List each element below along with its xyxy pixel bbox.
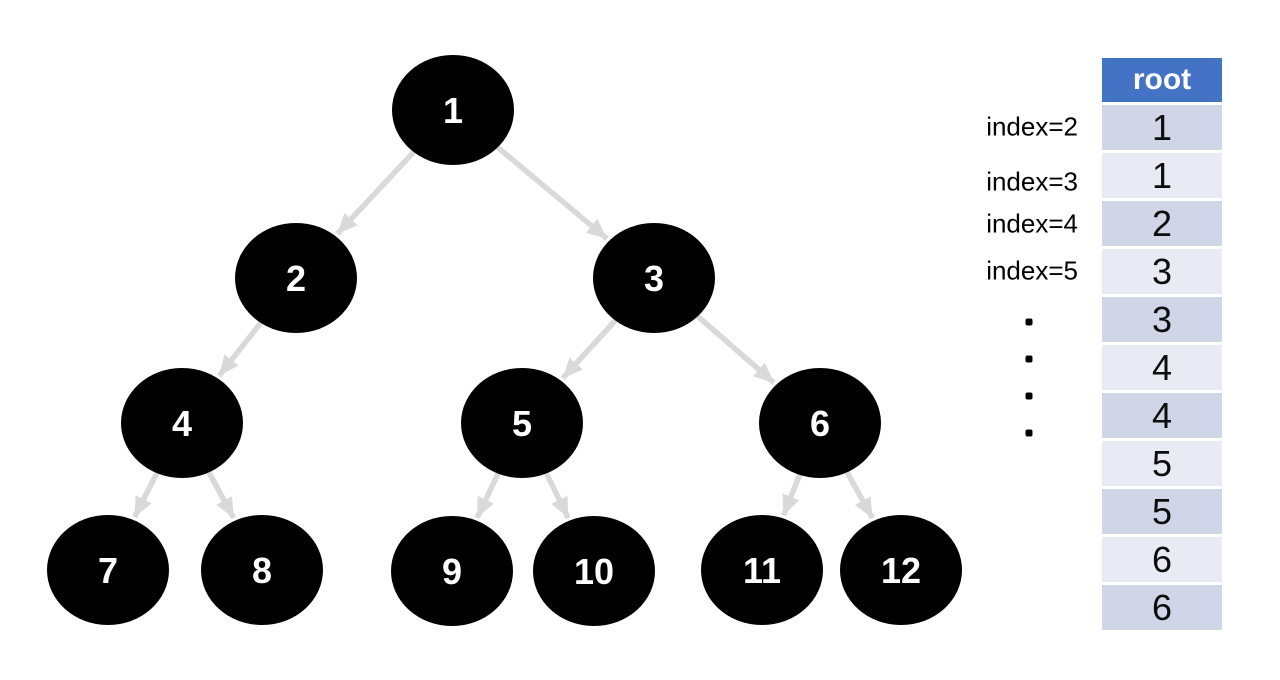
table-row-9: 5: [1102, 441, 1222, 486]
tree-node-label-4: 4: [172, 403, 192, 444]
table-row-10: 5: [1102, 489, 1222, 534]
ellipsis-dot-2: [1025, 392, 1033, 400]
tree-node-label-6: 6: [810, 403, 830, 444]
tree-node-4: [121, 368, 243, 478]
tree-node-label-7: 7: [98, 550, 118, 591]
tree-edge-3-5: [560, 318, 618, 381]
tree-node-3: [593, 223, 715, 333]
tree-edge-1-2: [335, 150, 416, 236]
table-row-11: 6: [1102, 537, 1222, 582]
tree-node-9: [391, 516, 513, 626]
table-header-root: root: [1102, 58, 1222, 102]
table-row-7: 4: [1102, 345, 1222, 390]
tree-node-11: [701, 515, 823, 625]
tree-node-10: [533, 516, 655, 626]
tree-node-label-1: 1: [443, 90, 463, 131]
tree-node-label-2: 2: [286, 258, 306, 299]
tree-node-label-12: 12: [881, 550, 921, 591]
table-row-12: 6: [1102, 585, 1222, 630]
ellipsis-dot-3: [1025, 429, 1033, 437]
table-row-5: 3: [1102, 249, 1222, 294]
table-row-3: 1: [1102, 153, 1222, 198]
tree-node-label-3: 3: [644, 258, 664, 299]
tree-edge-3-6: [696, 314, 776, 385]
tree-edge-1-3: [495, 145, 609, 241]
tree-edge-4-7: [132, 471, 160, 519]
tree-node-label-10: 10: [574, 551, 614, 592]
tree-edge-6-12: [844, 470, 875, 520]
index-label-0: index=2: [986, 111, 1078, 142]
tree-edge-4-8: [206, 471, 237, 520]
tree-node-label-11: 11: [743, 550, 781, 591]
tree-node-5: [461, 368, 583, 478]
tree-node-label-5: 5: [512, 403, 532, 444]
table-row-4: 2: [1102, 201, 1222, 246]
ellipsis-dot-0: [1025, 318, 1033, 326]
index-label-3: index=5: [986, 255, 1078, 286]
tree-node-6: [759, 368, 881, 478]
tree-edge-5-9: [474, 472, 501, 519]
tree-node-8: [201, 515, 323, 625]
table-row-2: 1: [1102, 105, 1222, 150]
table-row-8: 4: [1102, 393, 1222, 438]
tree-edge-2-4: [216, 321, 263, 378]
tree-node-1: [392, 55, 514, 165]
tree-node-label-9: 9: [442, 551, 462, 592]
tree-node-label-8: 8: [252, 550, 272, 591]
tree-edge-6-11: [780, 473, 803, 517]
table-row-6: 3: [1102, 297, 1222, 342]
tree-edge-5-10: [544, 472, 571, 520]
tree-node-12: [840, 515, 962, 625]
index-label-1: index=3: [986, 166, 1078, 197]
ellipsis-dot-1: [1025, 355, 1033, 363]
tree-node-7: [47, 515, 169, 625]
index-label-2: index=4: [986, 208, 1078, 239]
tree-node-2: [235, 223, 357, 333]
